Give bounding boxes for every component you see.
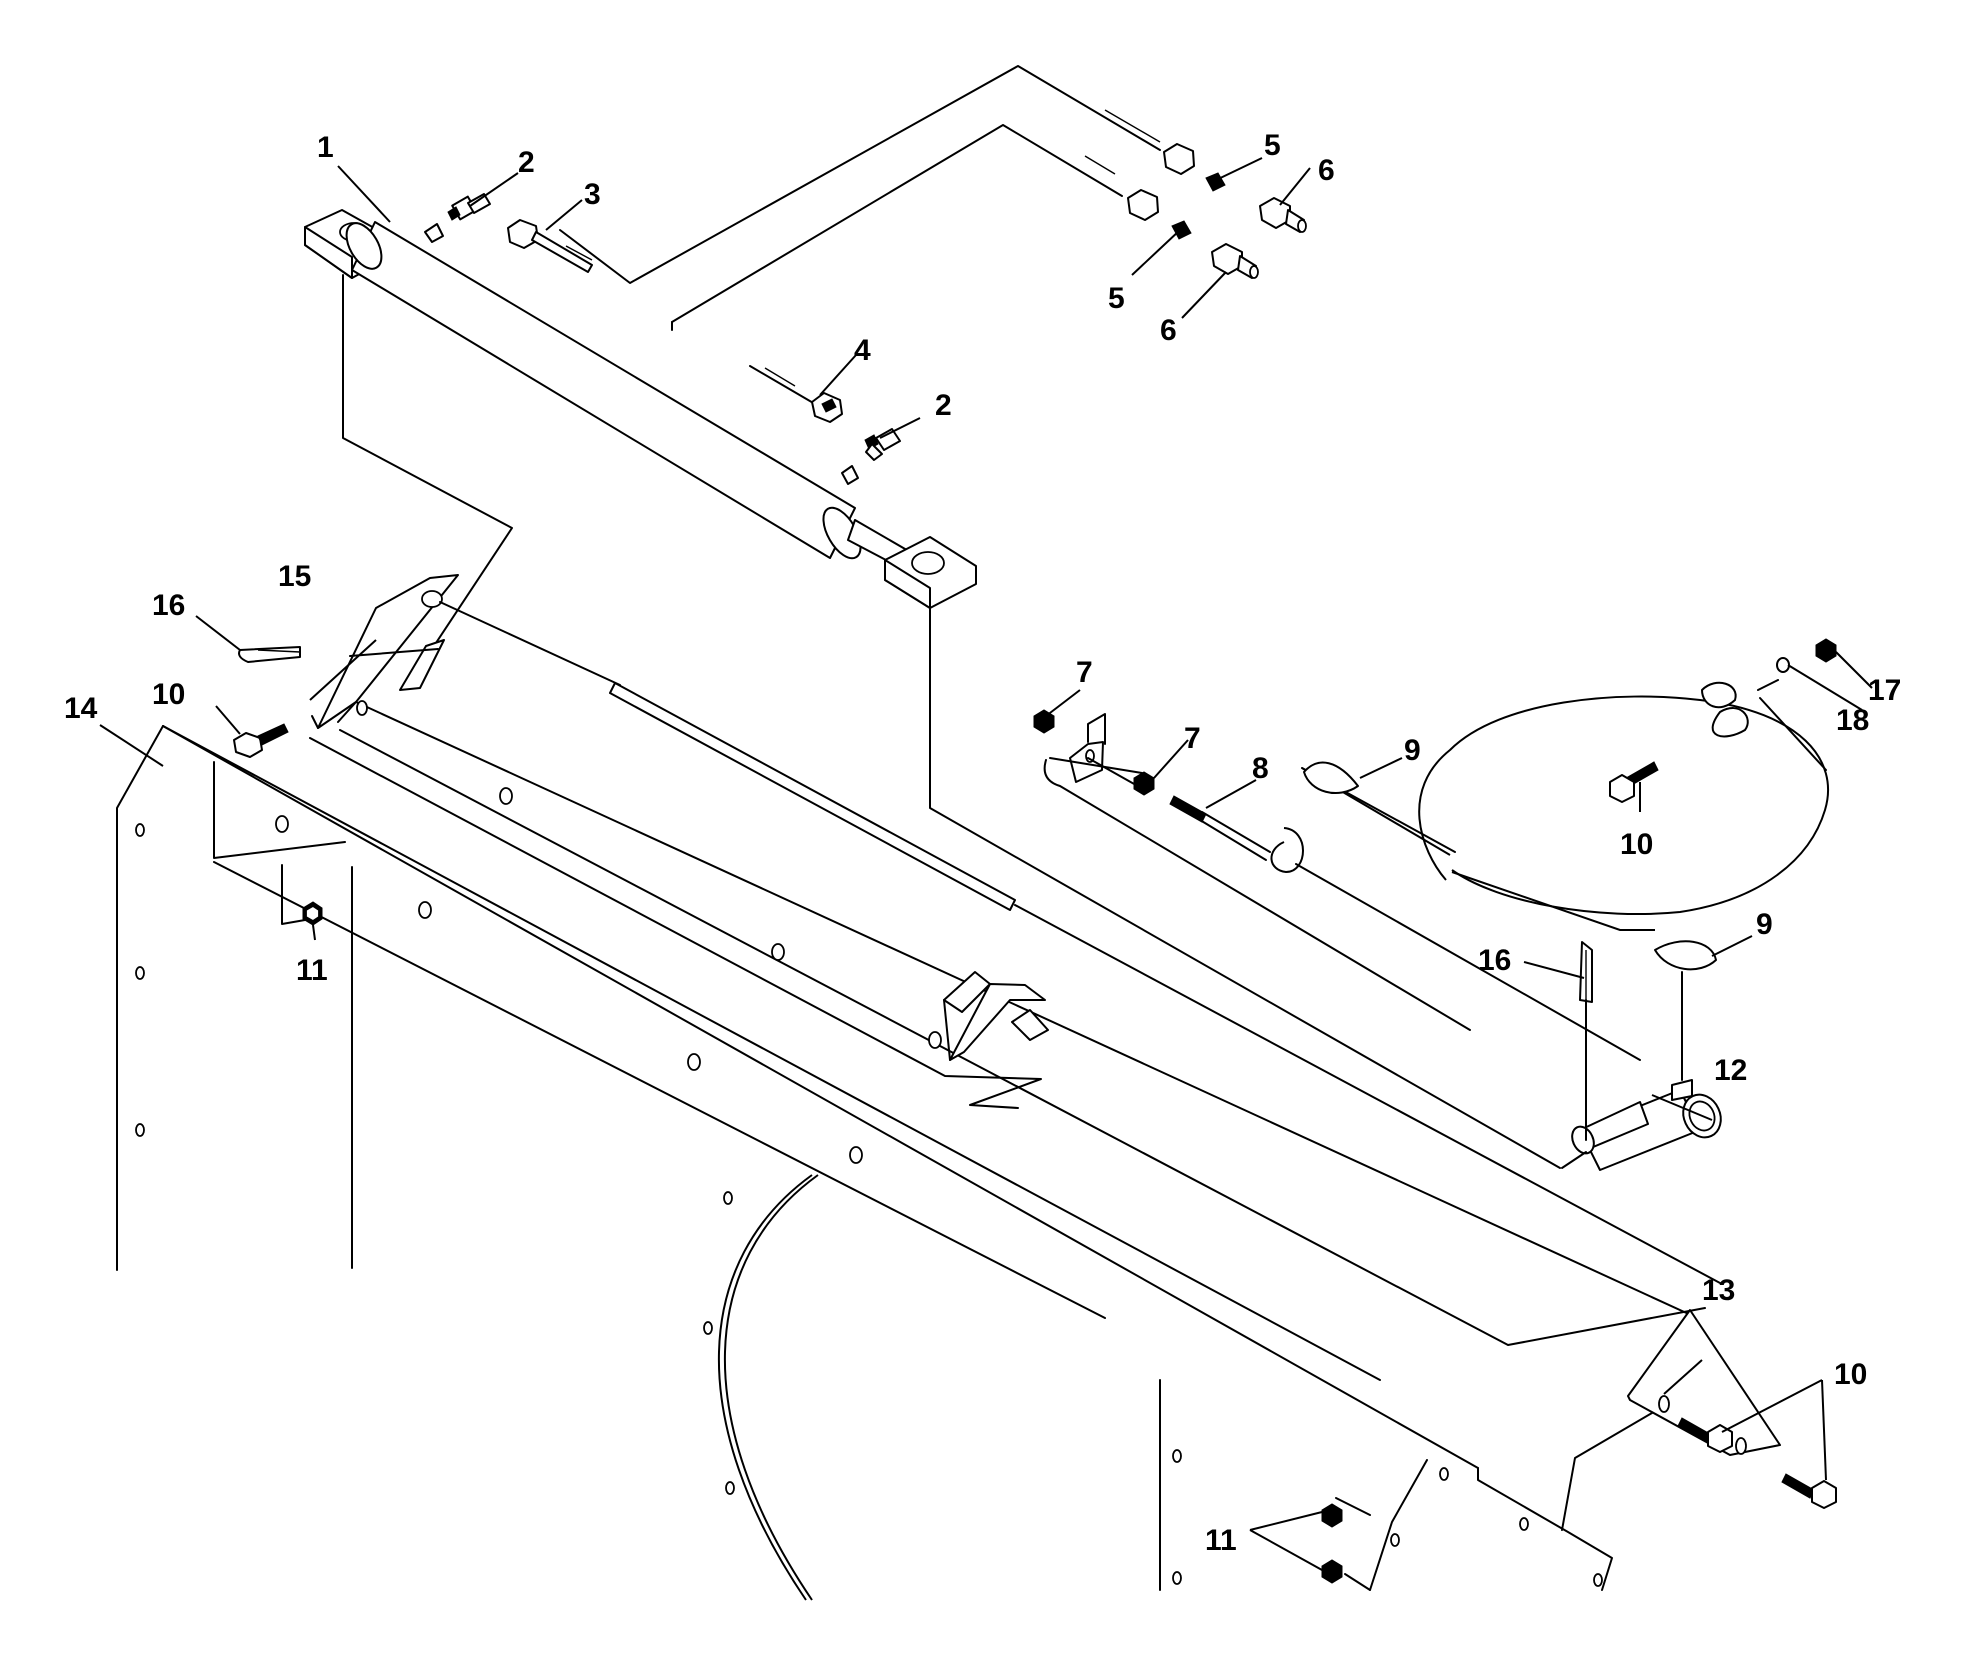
callout-4: 4 [854,334,871,367]
bolt-right-lower [1781,1473,1837,1509]
callout-9-upper: 9 [1404,734,1421,767]
connector-lower [1171,220,1192,240]
callout-8: 8 [1252,752,1269,785]
callout-7-mid: 7 [1184,722,1201,755]
callout-11-right: 11 [1205,1524,1237,1557]
callout-10-left: 10 [152,678,185,711]
elbow-fitting-top [447,193,491,221]
callout-17: 17 [1868,674,1901,707]
callout-3: 3 [584,178,601,211]
callout-14: 14 [64,692,98,725]
callout-2-lower: 2 [935,389,952,422]
callout-15: 15 [278,560,311,593]
quick-coupler-lower [1211,243,1259,279]
callout-2-top: 2 [518,146,535,179]
nut-17 [1815,638,1837,663]
callout-12: 12 [1714,1054,1747,1087]
elbow-fitting-lower [864,428,901,461]
quick-coupler-upper [1259,197,1307,233]
callout-16-right: 16 [1478,944,1511,977]
callout-labels: 1 2 3 4 2 5 6 5 6 7 7 8 9 9 10 10 10 11 … [64,129,1901,1557]
hose-end-fitting [811,392,843,423]
callout-1: 1 [317,131,334,164]
hydraulic-lines [559,65,1161,405]
callout-9-lower: 9 [1756,908,1773,941]
nut-right-lower [1321,1559,1343,1584]
callout-5-top: 5 [1264,129,1281,162]
callout-6-lower: 6 [1160,314,1177,347]
callout-leaders [99,157,1873,1571]
bolt-left [233,723,289,758]
callout-7-top: 7 [1076,656,1093,689]
fittings [447,143,1307,461]
callout-13: 13 [1702,1274,1735,1307]
long-rod [439,601,1721,1284]
callout-5-lower: 5 [1108,282,1125,315]
mount-bracket-left [311,574,459,729]
bolt-10-right [1609,761,1659,803]
nut-7-mid [1133,771,1155,796]
nut-right-upper [1321,1503,1343,1528]
callout-11-left: 11 [296,954,328,987]
washer-18 [1776,657,1790,673]
nut-left [302,901,323,926]
callout-6-top: 6 [1318,154,1335,187]
hose-end-lower [1127,189,1159,221]
callout-10-right: 10 [1834,1358,1867,1391]
linkage-assembly [1033,638,1837,1171]
clevis-pin-left [238,646,301,663]
main-beam [116,700,1781,1601]
hydraulic-cylinder [304,209,1561,1169]
callout-18: 18 [1836,704,1869,737]
bolt-right-upper [1677,1417,1733,1453]
connector-upper [1205,172,1226,192]
adapter-fitting [507,219,593,273]
nut-7-top [1033,709,1055,734]
hose-end-upper [1163,143,1195,175]
callout-16-left: 16 [152,589,185,622]
callout-10-mid: 10 [1620,828,1653,861]
clevis-pin-right [1579,941,1593,1141]
